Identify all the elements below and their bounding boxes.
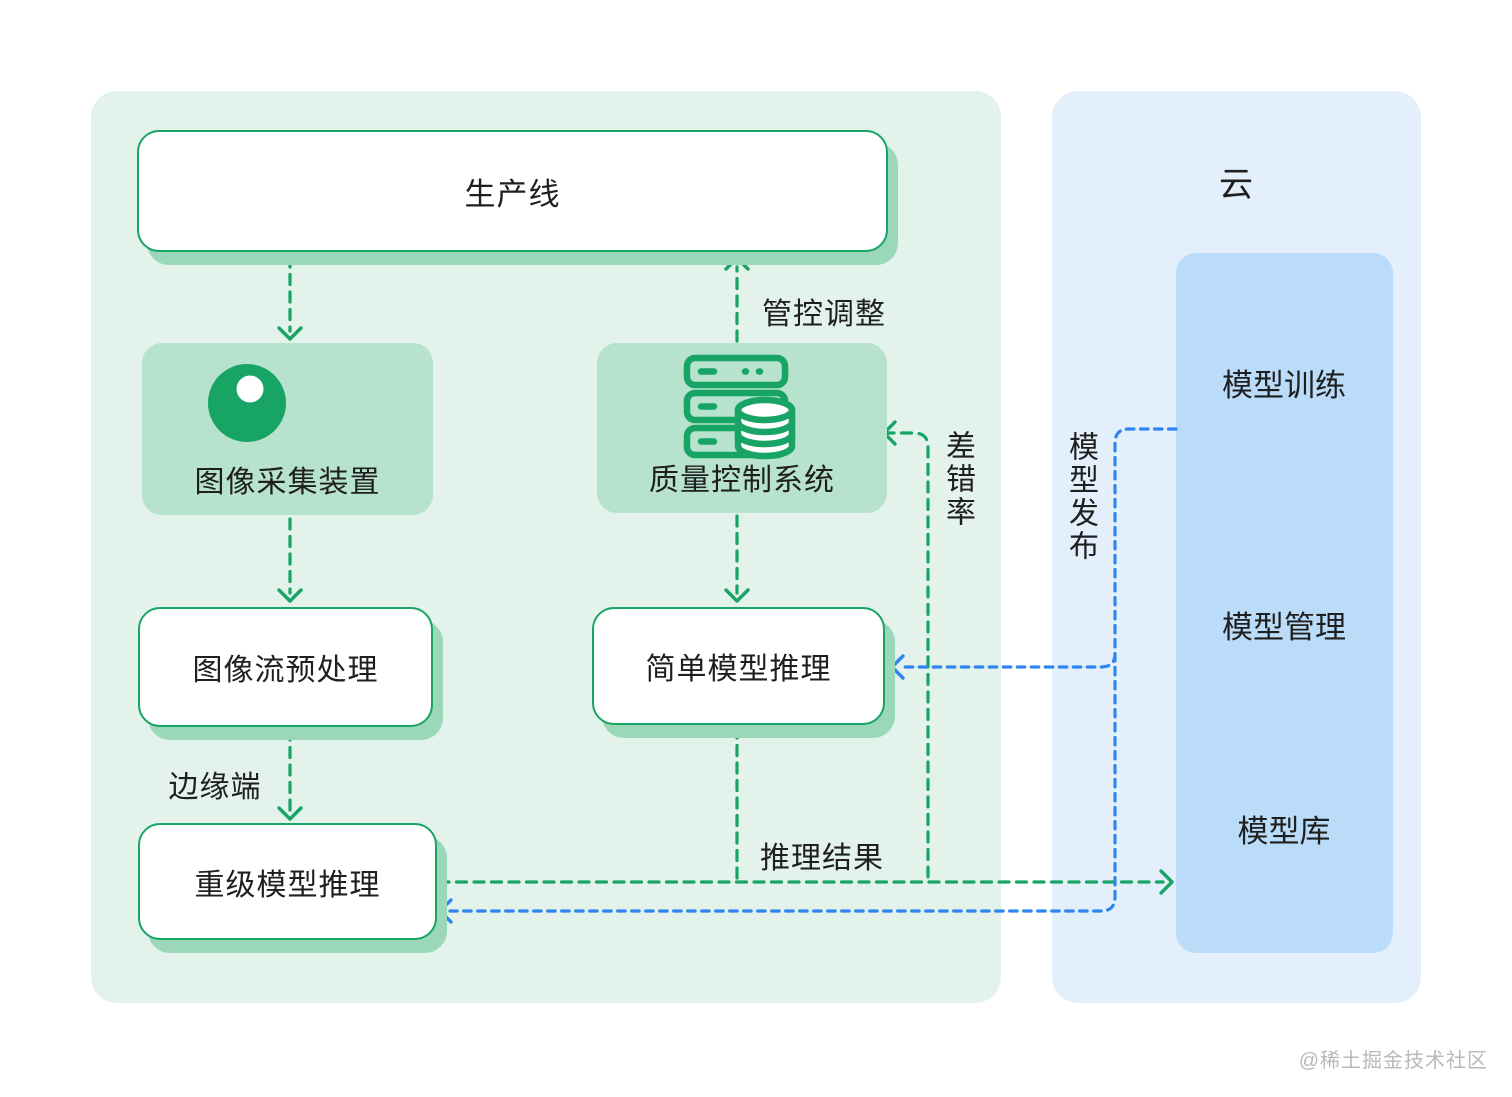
capture-device-label: 图像采集装置 xyxy=(194,466,381,499)
inference-result-label: 推理结果 xyxy=(760,842,884,875)
model-repository-label: 模型库 xyxy=(1237,814,1331,849)
model-training-label: 模型训练 xyxy=(1222,368,1346,403)
production-line-label: 生产线 xyxy=(464,176,561,212)
model-publish-label: 模型发布 xyxy=(1064,431,1097,563)
preprocess-box: 图像流预处理 xyxy=(138,607,433,727)
watermark: @稀土掘金技术社区 xyxy=(1298,1050,1488,1072)
cloud-inner-box xyxy=(1176,253,1393,953)
heavy-inference-box: 重级模型推理 xyxy=(138,823,437,940)
control-adjust-label: 管控调整 xyxy=(762,298,886,331)
capture-device-box: 图像采集装置 xyxy=(142,343,433,515)
qc-system-label: 质量控制系统 xyxy=(649,464,835,497)
qc-system-box: 质量控制系统 xyxy=(597,343,887,513)
server-database-icon xyxy=(683,354,796,460)
edge-side-label: 边缘端 xyxy=(168,771,262,804)
cloud-title: 云 xyxy=(1219,166,1253,204)
heavy-inference-label: 重级模型推理 xyxy=(194,868,381,902)
model-management-label: 模型管理 xyxy=(1222,610,1346,645)
production-line-box: 生产线 xyxy=(137,130,888,252)
simple-inference-label: 简单模型推理 xyxy=(645,653,832,686)
simple-inference-box: 简单模型推理 xyxy=(592,607,885,725)
error-rate-label: 差错率 xyxy=(941,430,974,529)
preprocess-label: 图像流预处理 xyxy=(192,654,379,687)
camera-icon xyxy=(208,364,286,442)
